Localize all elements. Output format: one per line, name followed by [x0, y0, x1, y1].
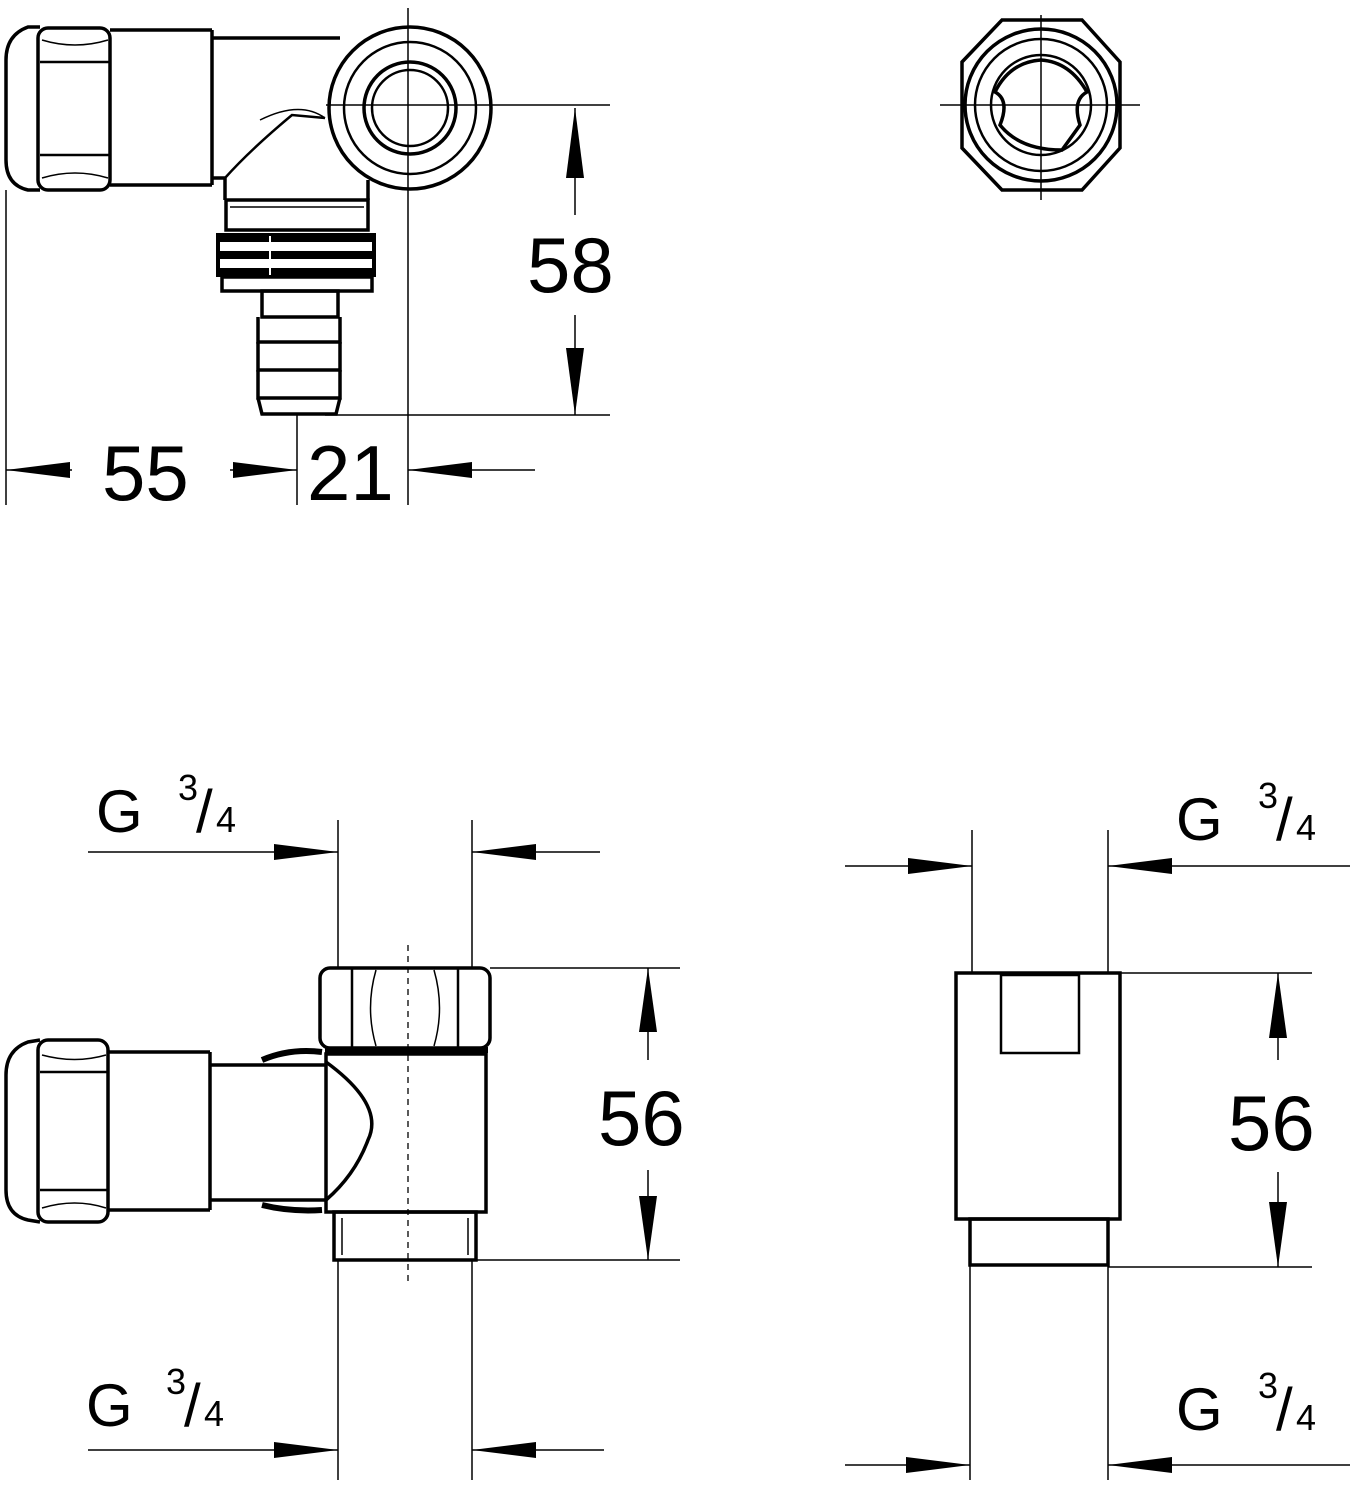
- thread-letter: G: [1176, 1376, 1223, 1443]
- thread-label-top: G 3 / 4: [88, 767, 600, 860]
- dim-height-label: 56: [1228, 1079, 1315, 1167]
- hose-connector: [216, 198, 376, 416]
- dimension-56: 56: [1228, 973, 1315, 1267]
- thread-slash: /: [184, 1372, 201, 1439]
- dimension-58: 58: [527, 108, 614, 415]
- view-top-right: [940, 15, 1140, 200]
- thread-label-bottom: G 3 / 4: [845, 1365, 1350, 1473]
- thread-numerator: 3: [1258, 1365, 1278, 1406]
- valve-body: [324, 1052, 488, 1214]
- hex-nut-left: [4, 1038, 110, 1224]
- hex-nut-left: [4, 25, 112, 192]
- dim-width-left-label: 55: [102, 429, 189, 517]
- bottom-thread: [332, 1210, 478, 1262]
- view-top-left: 58 55 21: [4, 8, 614, 517]
- hex-outline: [960, 18, 1122, 192]
- thread-denominator: 4: [216, 799, 236, 840]
- dimension-56: 56: [598, 968, 685, 1260]
- thread-slash: /: [196, 778, 213, 845]
- thread-letter: G: [86, 1372, 133, 1439]
- thread-numerator: 3: [178, 767, 198, 808]
- adapter-body: [954, 971, 1122, 1267]
- thread-label-top: G 3 / 4: [845, 775, 1350, 874]
- pipe-body: [110, 28, 370, 200]
- view-bottom-left: 56 G 3 / 4 G 3 / 4: [4, 767, 685, 1480]
- pipe-body: [108, 1048, 325, 1214]
- thread-letter: G: [1176, 786, 1223, 853]
- thread-slash: /: [1276, 1376, 1293, 1443]
- dim-width-right-label: 21: [307, 429, 394, 517]
- dimension-55-21: 55 21: [6, 429, 535, 517]
- thread-denominator: 4: [1296, 807, 1316, 848]
- thread-denominator: 4: [1296, 1397, 1316, 1438]
- top-hex-nut: [318, 966, 492, 1053]
- thread-denominator: 4: [204, 1393, 224, 1434]
- thread-numerator: 3: [166, 1361, 186, 1402]
- thread-label-bottom: G 3 / 4: [86, 1361, 604, 1458]
- dim-height-label: 56: [598, 1074, 685, 1162]
- dim-height-label: 58: [527, 221, 614, 309]
- thread-numerator: 3: [1258, 775, 1278, 816]
- thread-slash: /: [1276, 786, 1293, 853]
- thread-letter: G: [96, 778, 143, 845]
- round-outlet: [327, 25, 493, 191]
- view-bottom-right: 56 G 3 / 4 G 3 / 4: [845, 775, 1350, 1480]
